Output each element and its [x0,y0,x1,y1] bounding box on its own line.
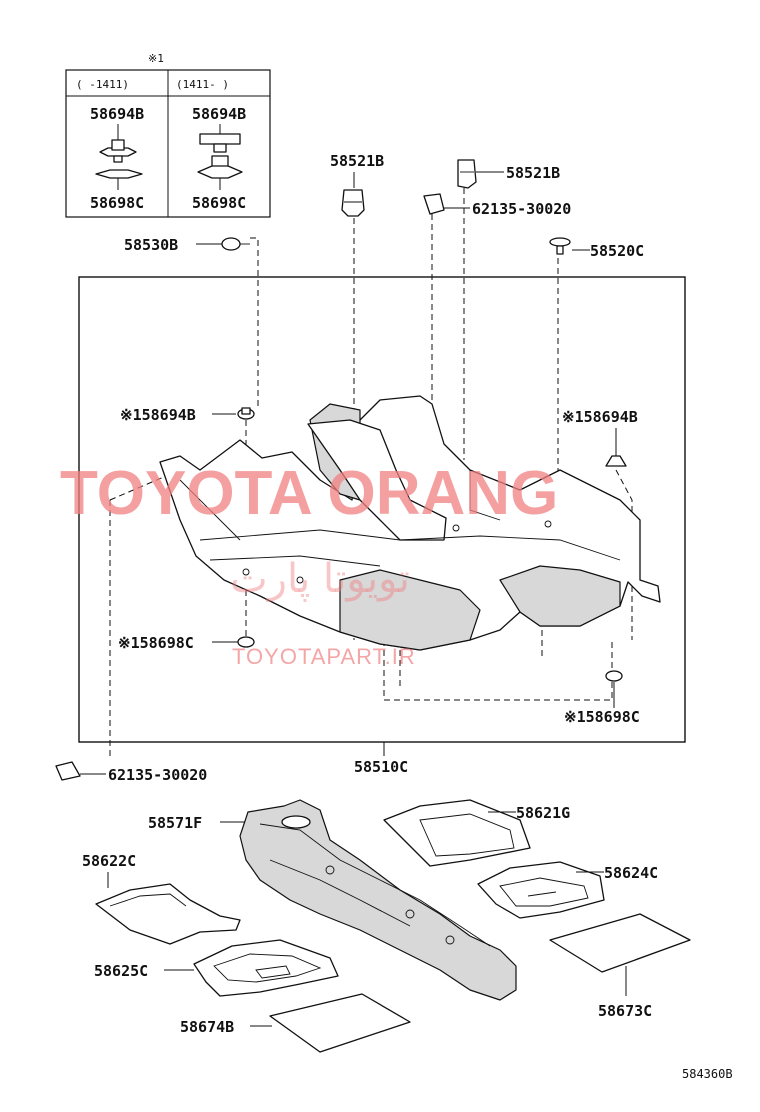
fastener-58521B-b: 58521B [457,159,560,189]
fastener-58521B-a: 58521B [330,152,384,217]
clip-58698C-left: ※158698C [118,634,255,652]
watermark: TOYOTA ORANG تویوتا پارت TOYOTAPART.IR [60,459,558,669]
label-58624C: 58624C [604,864,658,882]
floor-carpet-58510C [159,395,661,651]
label-58622C: 58622C [82,852,136,870]
clip-58694B-left: ※158694B [120,406,255,424]
inset-right-bottom-part: 58698C [192,194,246,212]
mat-58624C: 58624C [477,861,658,919]
label-58521B-a: 58521B [330,152,384,170]
label-58520C: 58520C [590,242,644,260]
label-58521B-b: 58521B [506,164,560,182]
mat-58673C: 58673C [549,913,691,1020]
label-62135-top: 62135-30020 [472,200,571,218]
mat-58674B: 58674B [180,993,411,1053]
label-62135-bottom: 62135-30020 [108,766,207,784]
mat-58622C: 58622C [82,852,241,945]
inset-right-top-part: 58694B [192,105,246,123]
clip-icon-left [95,124,143,190]
label-58694B-right: ※158694B [562,408,638,426]
inset-left-header: ( -1411) [76,78,129,91]
clip-58694B-right: ※158694B [562,408,638,467]
fastener-62135-top: 62135-30020 [423,193,571,218]
mat-58621G: 58621G [383,799,570,867]
label-58571F: 58571F [148,814,202,832]
label-58698C-left: ※158698C [118,634,194,652]
inset-left-bottom-part: 58698C [90,194,144,212]
label-58673C: 58673C [598,1002,652,1020]
mat-58625C: 58625C [94,939,339,997]
label-58625C: 58625C [94,962,148,980]
label-58621G: 58621G [516,804,570,822]
figure-code: 584360B [682,1067,733,1081]
inset-right-header: (1411- ) [176,78,229,91]
inset-left-top-part: 58694B [90,105,144,123]
inset-table: ※1 ( -1411) (1411- ) 58694B 58698C 58694… [65,52,271,218]
label-58698C-right: ※158698C [564,708,640,726]
clip-icon-right [197,124,243,190]
label-58674B: 58674B [180,1018,234,1036]
fastener-58530B: 58530B [124,236,250,254]
assembly-box [78,276,686,743]
watermark-main: TOYOTA ORANG [60,459,558,528]
label-58694B-left: ※158694B [120,406,196,424]
label-58510C: 58510C [354,758,408,776]
fastener-62135-bottom: 62135-30020 [55,761,207,784]
insulator-58571F: 58571F [148,799,517,1001]
watermark-site: TOYOTAPART.IR [232,644,416,669]
label-58530B: 58530B [124,236,178,254]
fastener-58520C: 58520C [549,237,644,260]
clip-58698C-right: ※158698C [564,670,640,726]
watermark-persian: تویوتا پارت [230,556,410,602]
inset-note-mark: ※1 [148,52,164,65]
